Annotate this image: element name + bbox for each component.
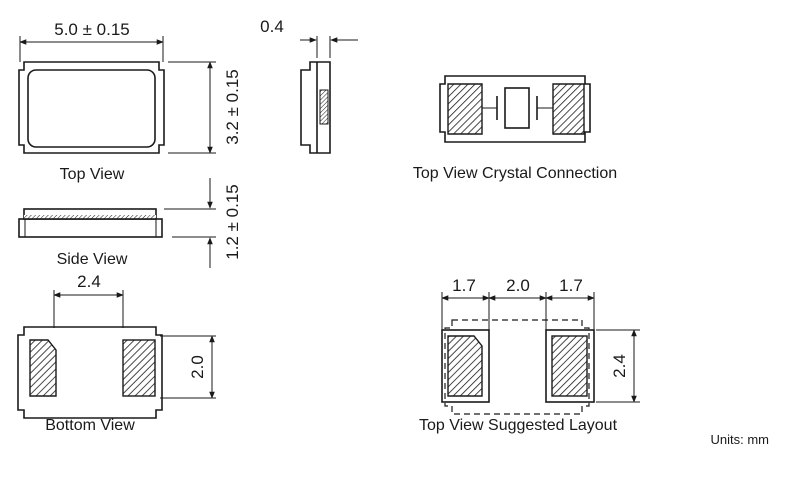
bottom-pad-right (122, 339, 156, 397)
units-note: Units: mm (711, 432, 770, 447)
side-thickness-label: 0.4 (260, 17, 284, 36)
crystal-connection-view: Top View Crystal Connection (413, 75, 617, 182)
layout-gap-label: 2.0 (506, 276, 530, 295)
layout-height-label: 2.4 (610, 354, 629, 378)
layout-land-left (441, 329, 490, 403)
height-dimension-label: 1.2 ± 0.15 (223, 184, 242, 260)
width-dimension-label: 3.2 ± 0.15 (223, 69, 242, 145)
side-profile-terminal (319, 89, 329, 125)
crystal-element (504, 87, 530, 129)
length-dimension-label: 5.0 ± 0.15 (54, 20, 130, 39)
pad-pitch-label: 2.4 (77, 272, 101, 291)
side-view-seal (24, 215, 156, 219)
bottom-view-label: Bottom View (45, 417, 135, 434)
side-profile-view: 0.4 (260, 17, 358, 154)
top-view: 5.0 ± 0.15 3.2 ± 0.15 Top View (18, 20, 242, 183)
side-profile-body (300, 61, 331, 154)
layout-pad-left-label: 1.7 (452, 276, 476, 295)
crystal-pad-right (552, 83, 585, 135)
layout-land-right (545, 329, 595, 403)
pad-height-label: 2.0 (188, 355, 207, 379)
side-view-base (18, 218, 163, 238)
side-view-label: Side View (57, 251, 128, 268)
top-view-label: Top View (60, 166, 125, 183)
bottom-view: 2.4 2.0 Bottom View (17, 272, 216, 434)
crystal-pad-left (447, 83, 483, 135)
side-view: 1.2 ± 0.15 Side View (18, 178, 242, 268)
suggested-layout-view: 1.7 2.0 1.7 2.4 Top View Suggested Layou… (419, 276, 640, 434)
top-view-body (18, 61, 165, 154)
crystal-connection-label: Top View Crystal Connection (413, 165, 617, 182)
layout-pad-right-label: 1.7 (559, 276, 583, 295)
layout-outline-dashed (444, 319, 590, 415)
crystal-connection-body (439, 75, 591, 143)
bottom-pad-left (29, 339, 57, 397)
bottom-view-body (17, 326, 163, 419)
top-view-lid (27, 69, 156, 148)
layout-pad-right (551, 335, 588, 397)
layout-pad-left (447, 335, 483, 397)
suggested-layout-label: Top View Suggested Layout (419, 417, 618, 434)
